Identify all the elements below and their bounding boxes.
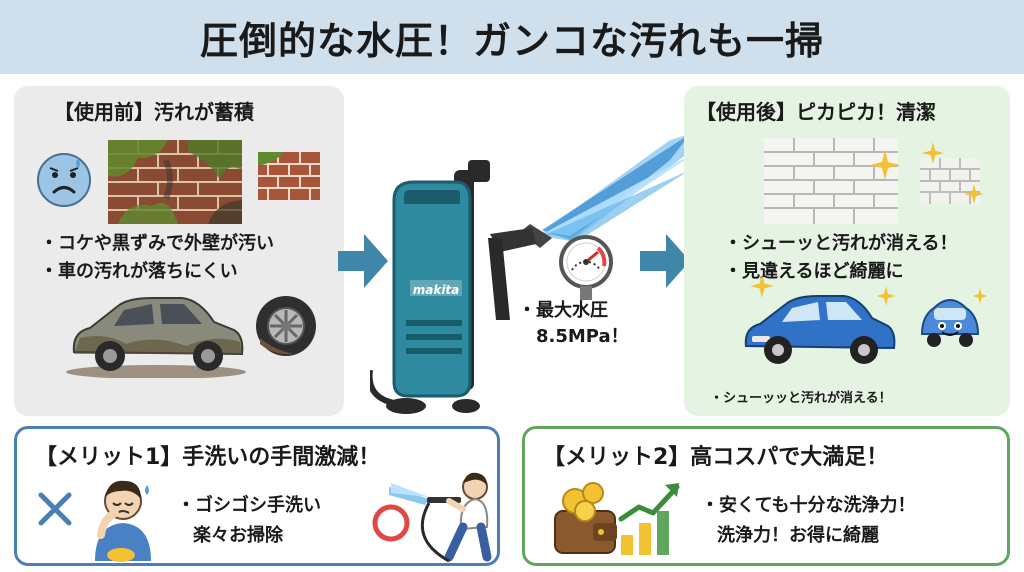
after-bullet-list: ・シューッと汚れが消える！ ・見違えるほど綺麗に [724, 230, 957, 286]
merit-1-card: 【メリット1】手洗いの手間激減！ ・ゴシゴシ手洗い 楽々お掃除 [14, 426, 500, 566]
growth-chart-icon [618, 483, 680, 555]
after-panel: 【使用後】ピカピカ！清潔 ・シュ [684, 86, 1010, 416]
sad-face-icon [37, 153, 91, 207]
sparkle-icon [964, 184, 984, 204]
pressure-value: 8.5MPa！ [536, 326, 629, 347]
dirty-brick-wall-icon [258, 152, 320, 200]
after-bullet: ・シューッと汚れが消える！ [724, 233, 958, 254]
clean-car-icon [744, 295, 896, 364]
brand-label: makita [413, 283, 460, 297]
merit-1-line: ・ゴシゴシ手洗い [177, 495, 321, 516]
circle-mark-icon [372, 504, 410, 542]
wallet-coins-icon [554, 482, 617, 554]
tired-person-icon [95, 480, 151, 562]
pressure-gauge-icon [559, 235, 613, 300]
pressure-label: ・最大水圧 8.5MPa！ [518, 298, 629, 350]
dirty-brick-wall-icon [108, 140, 242, 224]
sparkle-icon [922, 142, 944, 164]
page-title: 圧倒的な水圧！ガンコな汚れも一掃 [199, 18, 824, 63]
header-banner: 圧倒的な水圧！ガンコな汚れも一掃 [0, 0, 1024, 74]
dirty-tire-icon [256, 296, 316, 356]
sparkle-icon [750, 274, 774, 298]
after-note: ・シューッッと汚れが消える！ [710, 391, 892, 406]
before-bullet-list: ・コケや黒ずみで外壁が汚い ・車の汚れが落ちにくい [40, 230, 274, 286]
before-bullet: ・車の汚れが落ちにくい [40, 261, 238, 282]
sparkle-icon [876, 286, 896, 306]
after-title: 【使用後】ピカピカ！清潔 [696, 100, 936, 124]
merit-2-card: 【メリット2】高コスパで大満足！ ・安くても十分な洗浄力！ 洗浄力！お得に綺麗 [522, 426, 1010, 566]
arrow-right-icon [338, 234, 388, 288]
sparkle-icon [870, 150, 900, 180]
merit-1-text: ・ゴシゴシ手洗い 楽々お掃除 [177, 491, 321, 551]
merit-2-line: 洗浄力！お得に綺麗 [717, 525, 879, 546]
after-bullet: ・見違えるほど綺麗に [724, 261, 904, 282]
dirty-car-icon [66, 297, 246, 378]
merit-1-line: 楽々お掃除 [193, 525, 283, 546]
arrow-right-icon [640, 234, 690, 288]
pressure-washer-icon: makita [370, 128, 710, 414]
cross-mark-icon [38, 492, 72, 526]
pressure-line: ・最大水圧 [518, 300, 608, 321]
merit-2-text: ・安くても十分な洗浄力！ 洗浄力！お得に綺麗 [701, 491, 916, 551]
merit-2-line: ・安くても十分な洗浄力！ [701, 495, 916, 516]
before-bullet: ・コケや黒ずみで外壁が汚い [40, 233, 274, 254]
clean-brick-wall-icon [920, 158, 980, 204]
before-panel: 【使用前】汚れが蓄積 [14, 86, 344, 416]
sparkle-icon [972, 288, 988, 304]
before-title: 【使用前】汚れが蓄積 [54, 100, 254, 124]
happy-car-icon [920, 298, 980, 347]
spraying-person-icon [389, 472, 492, 563]
clean-brick-wall-icon [764, 138, 898, 224]
merit-1-title: 【メリット1】手洗いの手間激減！ [35, 445, 381, 470]
merit-2-title: 【メリット2】高コスパで大満足！ [543, 445, 889, 470]
